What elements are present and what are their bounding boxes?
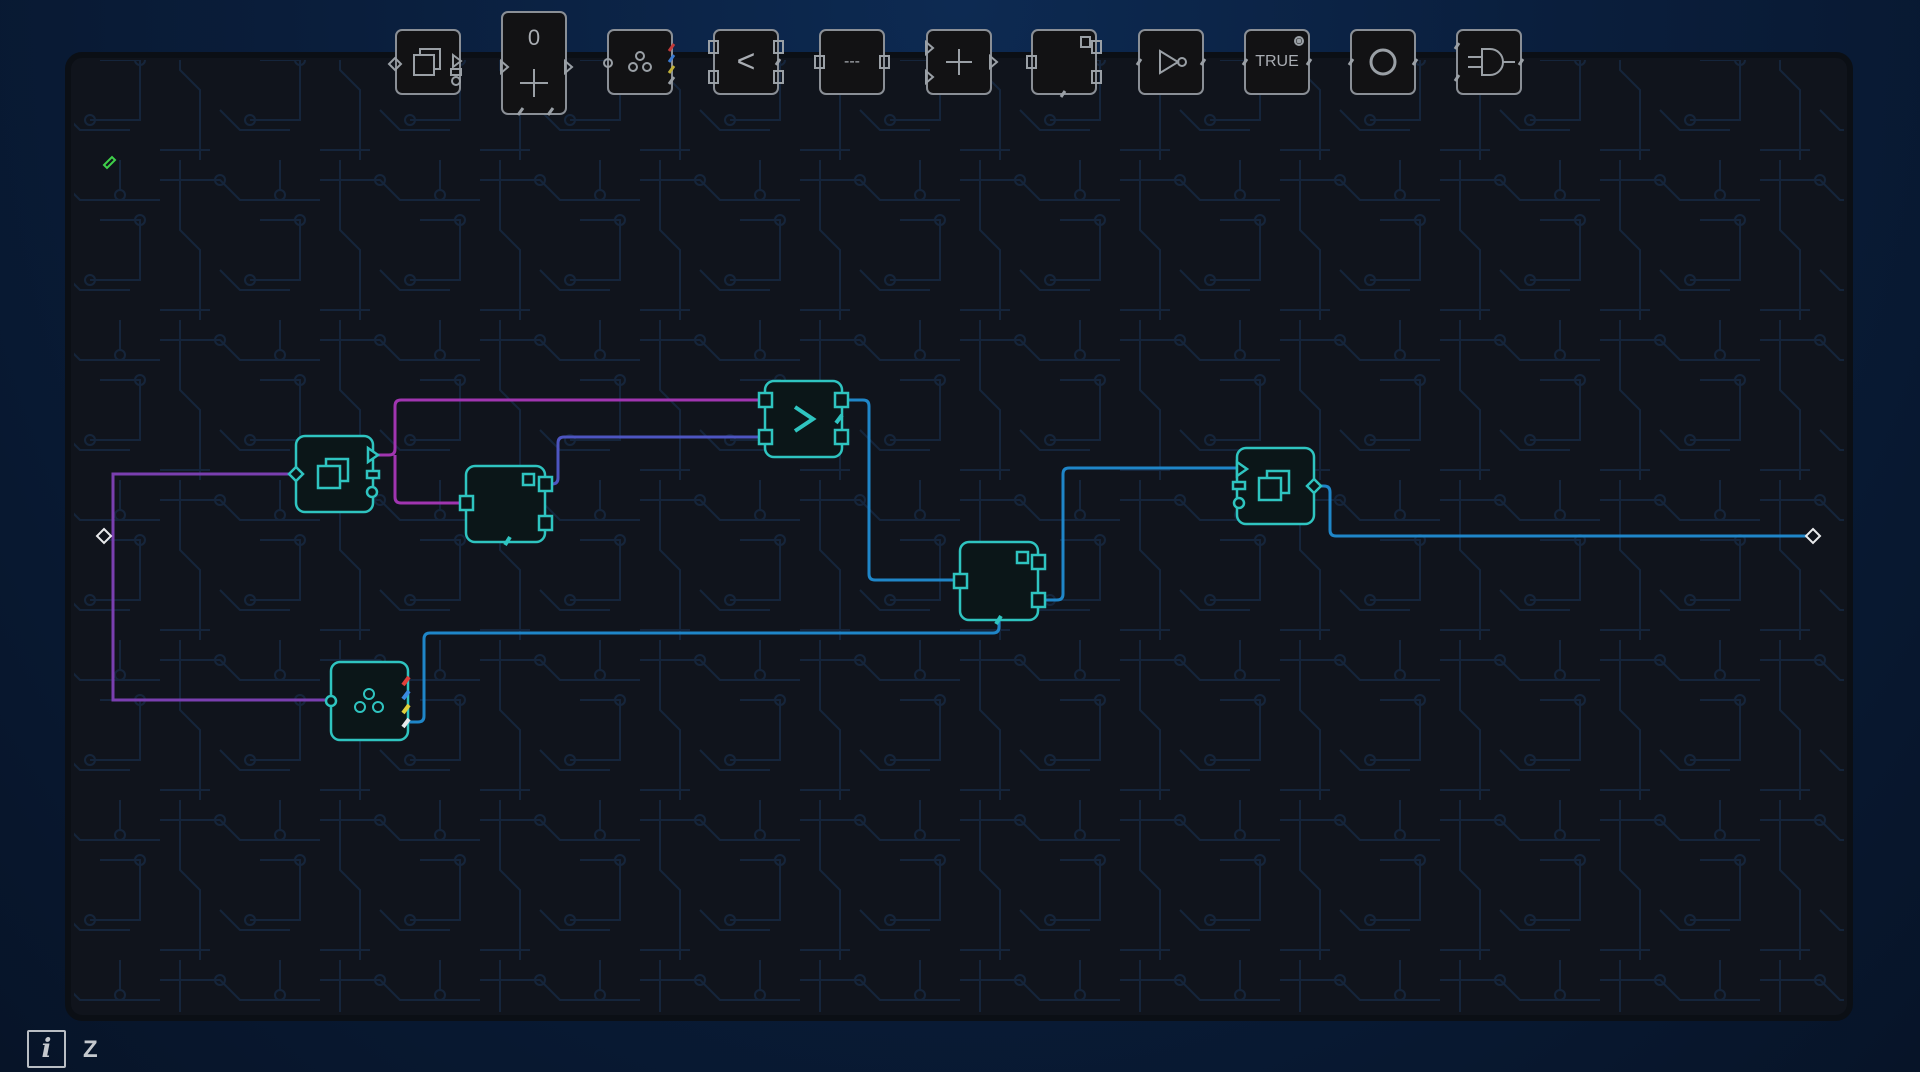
copy-icon <box>387 48 463 86</box>
and-gate-icon <box>1453 42 1525 82</box>
toolbar-or-node[interactable] <box>1347 29 1419 95</box>
toolbar-and-gate-node[interactable] <box>1453 29 1525 95</box>
key-hint-z: Z <box>83 1036 98 1063</box>
constant-label: --- <box>844 53 860 70</box>
split-icon <box>603 43 676 85</box>
memory-icon <box>521 472 536 487</box>
memory-node[interactable] <box>458 464 554 547</box>
toolbar-add-node[interactable] <box>925 29 999 95</box>
copy-node[interactable] <box>287 434 381 514</box>
split-node[interactable] <box>324 660 411 742</box>
copy-node[interactable] <box>1231 446 1323 526</box>
toolbar-less-than-node[interactable]: < <box>708 29 784 95</box>
toolbar-counter-node[interactable]: 0 <box>500 11 574 116</box>
split-icon <box>354 688 384 713</box>
memory-icon <box>1026 36 1102 98</box>
memory-icon <box>1015 550 1030 565</box>
greater-than-node[interactable] <box>757 379 850 459</box>
memory-node[interactable] <box>952 540 1047 626</box>
copy-icon <box>1257 476 1283 502</box>
wire-blue-1 <box>842 398 960 582</box>
wire-indigo <box>545 435 765 486</box>
pencil-icon[interactable] <box>102 155 117 170</box>
plus-icon <box>925 39 999 86</box>
wire-blue-3 <box>1314 484 1813 538</box>
counter-value: 0 <box>527 25 541 50</box>
wire-blue-4 <box>408 620 1001 724</box>
info-button[interactable]: i <box>27 1030 66 1068</box>
toolbar-true-node[interactable]: TRUE <box>1241 29 1313 95</box>
wire-blue-2 <box>1038 466 1237 602</box>
less-than-label: < <box>736 43 756 79</box>
toolbar-constant-node[interactable]: --- <box>814 29 890 95</box>
output-terminal[interactable] <box>1804 527 1822 545</box>
plus-icon <box>500 58 574 116</box>
greater-than-icon <box>793 405 817 433</box>
toolbar-memory-node[interactable] <box>1026 29 1102 98</box>
circle-icon <box>1347 48 1419 76</box>
toolbar-not-gate-node[interactable] <box>1135 29 1207 95</box>
wire-magenta <box>373 398 765 505</box>
not-gate-icon <box>1135 49 1207 75</box>
input-terminal[interactable] <box>95 527 113 545</box>
toolbar-copy-node[interactable] <box>387 29 463 95</box>
toolbar-split-node[interactable] <box>603 29 676 95</box>
wire-purple <box>111 472 331 702</box>
true-label: TRUE <box>1255 53 1299 70</box>
